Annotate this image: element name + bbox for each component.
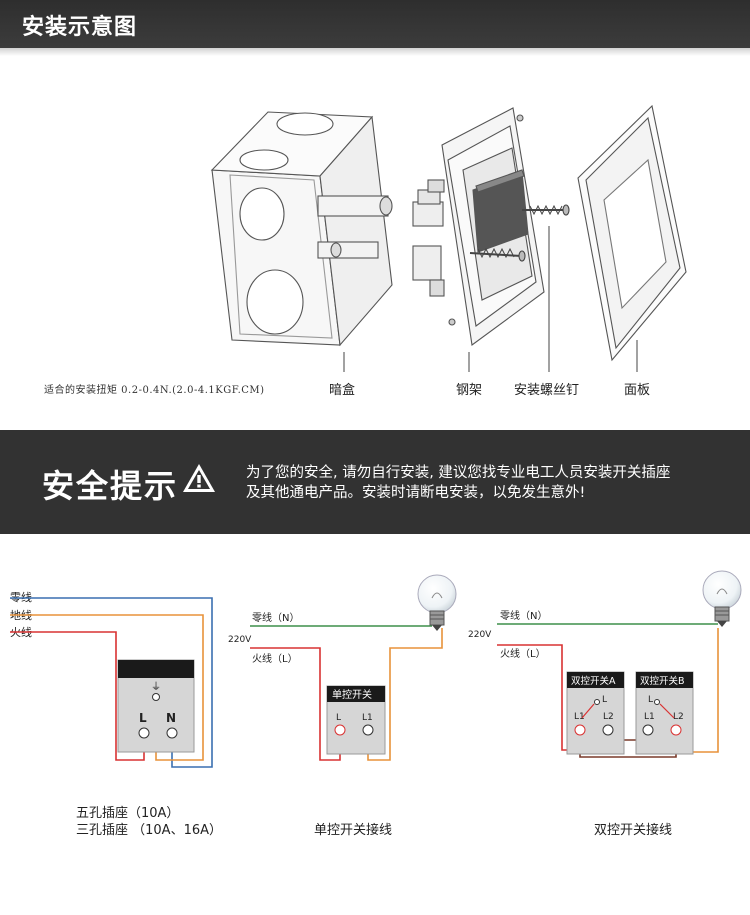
socket-caption-line-1: 五孔插座（10A） <box>76 806 180 821</box>
steel-frame-illustration <box>441 107 545 346</box>
single-zero-label: 零线（N） <box>252 611 299 624</box>
switch-a-l2: L2 <box>603 712 614 722</box>
single-switch-title: 单控开关 <box>332 688 372 701</box>
switch-b-title: 双控开关B <box>640 675 685 687</box>
double-fire-label: 火线（L） <box>500 647 546 660</box>
label-steel-frame: 钢架 <box>456 383 483 398</box>
header-shadow <box>0 48 750 56</box>
panel-illustration <box>577 104 687 362</box>
wiring-diagrams: 零线 地线 火线 ⏚ L N 零线（N） 220V 火线（L） <box>10 570 742 768</box>
label-panel: 面板 <box>624 383 651 398</box>
section-header: 安装示意图 <box>0 0 750 48</box>
single-switch-caption: 单控开关接线 <box>314 823 393 838</box>
single-switch-wiring: 零线（N） 220V 火线（L） 单控开关 L L1 <box>228 574 457 761</box>
light-bulb-icon <box>702 570 742 627</box>
light-bulb-icon <box>417 574 457 631</box>
install-diagram <box>210 104 687 372</box>
switch-a-l1: L1 <box>574 712 585 722</box>
single-voltage: 220V <box>228 635 252 645</box>
double-switch-wiring: 零线（N） 220V 火线（L） 双控开关A L L1 L2 <box>468 570 742 758</box>
safety-title: 安全提示 <box>42 467 179 505</box>
switch-mechanism-illustration <box>412 179 445 297</box>
socket-caption-line-2: 三孔插座 （10A、16A） <box>76 823 223 838</box>
single-term-l: L <box>336 713 341 723</box>
socket-zero-label: 零线 <box>10 590 32 604</box>
socket-wiring: 零线 地线 火线 ⏚ L N <box>10 590 213 768</box>
double-switch-caption: 双控开关接线 <box>594 823 673 838</box>
single-term-l1: L1 <box>362 713 373 723</box>
safety-banner: 安全提示 为了您的安全, 请勿自行安装, 建议您找专业电工人员安装开关插座 及其… <box>0 430 750 534</box>
switch-b-l1: L1 <box>644 712 655 722</box>
switch-a-title: 双控开关A <box>571 675 616 687</box>
socket-term-l: L <box>139 711 147 725</box>
double-zero-label: 零线（N） <box>500 609 547 622</box>
safety-message: 为了您的安全, 请勿自行安装, 建议您找专业电工人员安装开关插座 及其他通电产品… <box>246 463 736 503</box>
switch-b-l2: L2 <box>673 712 684 722</box>
torque-note: 适合的安装扭矩 0.2-0.4N.(2.0-4.1KGF.CM) <box>44 385 265 396</box>
double-voltage: 220V <box>468 630 492 640</box>
safety-line-1: 为了您的安全, 请勿自行安装, 建议您找专业电工人员安装开关插座 <box>246 465 671 481</box>
switch-b-l: L <box>648 695 653 705</box>
label-wall-box: 暗盒 <box>329 383 356 398</box>
label-screw: 安装螺丝钉 <box>514 383 580 398</box>
safety-line-2: 及其他通电产品。安装时请断电安装，以免发生意外! <box>246 485 586 501</box>
socket-term-n: N <box>166 711 176 725</box>
svg-text:⏚: ⏚ <box>151 681 161 693</box>
wall-box-illustration <box>210 111 393 347</box>
warning-icon <box>183 464 215 492</box>
socket-caption: 五孔插座（10A） 三孔插座 （10A、16A） <box>76 805 222 839</box>
single-fire-label: 火线（L） <box>252 652 298 665</box>
screws-illustration <box>469 204 570 262</box>
section-title: 安装示意图 <box>22 15 138 40</box>
switch-a-l: L <box>602 695 607 705</box>
